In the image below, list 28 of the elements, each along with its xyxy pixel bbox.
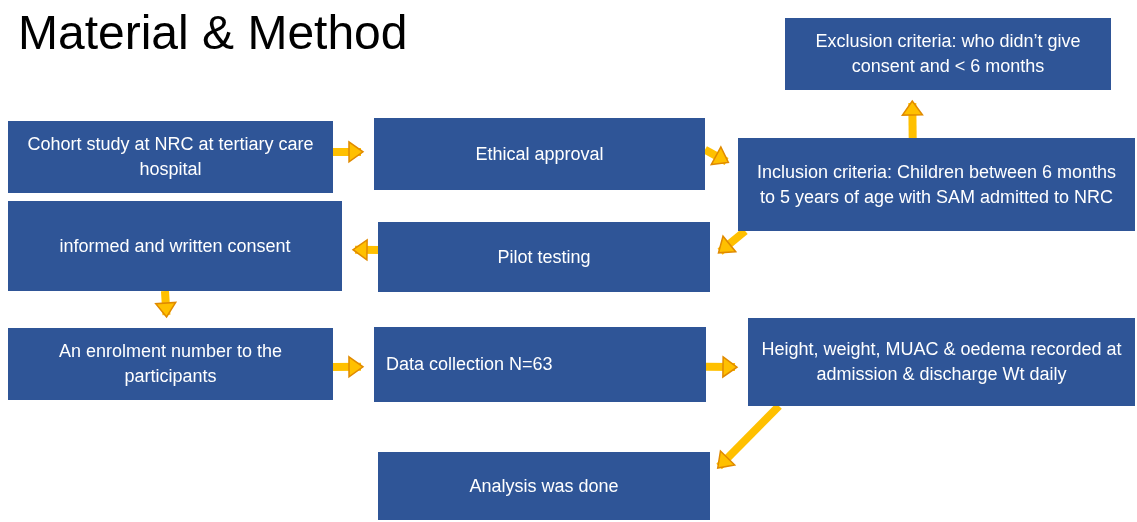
box-text: Data collection N=63 bbox=[386, 353, 553, 376]
box-text: An enrolment number to the participants bbox=[57, 340, 284, 388]
process-box bbox=[738, 138, 1135, 231]
box-text: Exclusion criteria: who didn’t give consent and < 6 months bbox=[814, 30, 1082, 78]
process-box bbox=[8, 201, 342, 291]
box-text: Pilot testing bbox=[497, 245, 591, 269]
process-box bbox=[378, 452, 710, 520]
process-box bbox=[748, 318, 1135, 406]
box-text: Cohort study at NRC at tertiary care hospital bbox=[26, 133, 315, 181]
process-box bbox=[785, 18, 1111, 90]
box-text: Inclusion criteria: Children between 6 months to 5 years of age with SAM admitted to NRC bbox=[755, 160, 1118, 209]
arrow bbox=[352, 239, 379, 261]
arrow bbox=[901, 100, 924, 139]
arrow bbox=[333, 141, 364, 163]
process-box bbox=[378, 222, 710, 292]
box-text: Ethical approval bbox=[475, 142, 604, 166]
box-text: informed and written consent bbox=[59, 234, 291, 258]
arrow bbox=[333, 356, 364, 378]
box-text: Analysis was done bbox=[469, 474, 619, 498]
arrow bbox=[155, 290, 177, 318]
title: Material & Method bbox=[18, 5, 408, 61]
arrow bbox=[705, 356, 738, 378]
box-text: Height, weight, MUAC & oedema recorded at admission & discharge Wt daily bbox=[760, 338, 1123, 386]
process-box bbox=[8, 328, 333, 400]
process-box bbox=[374, 327, 706, 402]
process-box bbox=[8, 121, 333, 193]
process-box bbox=[374, 118, 705, 190]
arrow bbox=[703, 146, 730, 166]
